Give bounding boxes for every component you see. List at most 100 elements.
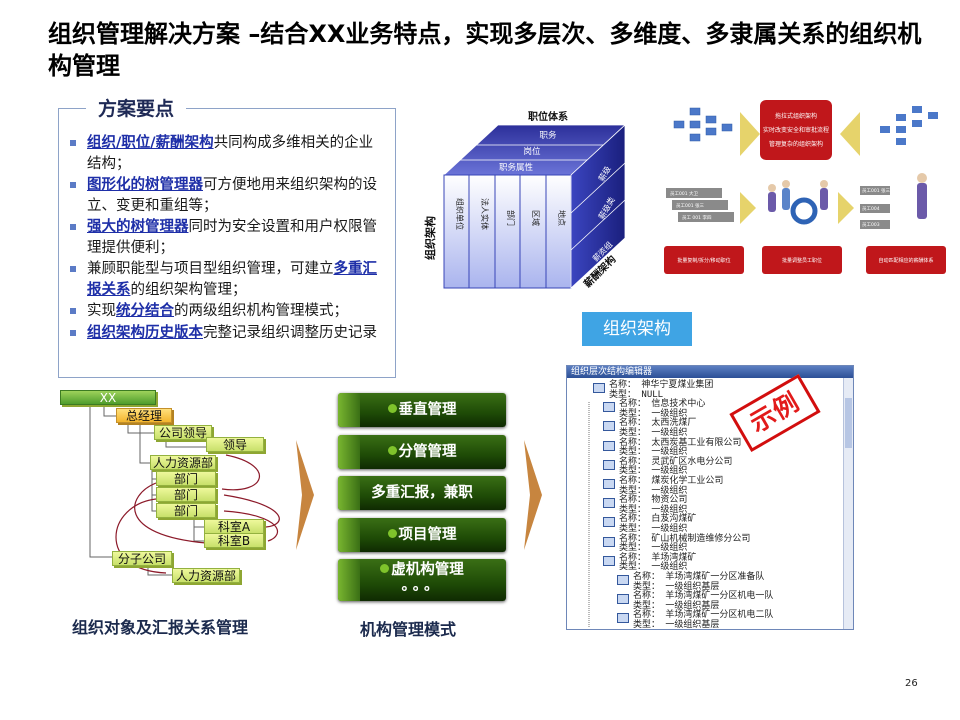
editor-scrollbar[interactable] bbox=[843, 378, 853, 629]
cube-top-row: 职务 bbox=[539, 130, 557, 141]
org-chart-icon bbox=[880, 106, 938, 145]
tree-node[interactable]: 人力资源部 bbox=[150, 455, 216, 470]
person-icon bbox=[782, 180, 790, 210]
org-node-icon bbox=[617, 613, 629, 623]
org-node-icon bbox=[603, 421, 615, 431]
mode-label: 虚机构管理 bbox=[391, 562, 464, 578]
mode-ellipsis: 。。。 bbox=[402, 578, 443, 594]
scheme-item: 兼顾职能型与项目型组织管理，可建立多重汇报关系的组织架构管理； bbox=[67, 259, 385, 300]
editor-row-text: 名称： 灵武矿区水电分公司类型： 一级组织 bbox=[619, 458, 732, 477]
editor-tree-lines bbox=[567, 378, 597, 630]
tree-node[interactable]: 科室A bbox=[204, 519, 264, 534]
editor-row-text: 名称： 信息技术中心类型： 一级组织 bbox=[619, 400, 705, 419]
org-node-icon bbox=[603, 556, 615, 566]
cube-diagram: 职位体系 职务 岗位 职务属性 组织单位 法人实体 部门 区域 地点 组织架构 … bbox=[420, 110, 635, 295]
scheme-item: 组织/职位/薪酬架构共同构成多维相关的企业结构； bbox=[67, 133, 385, 174]
arrow-icon bbox=[740, 112, 760, 156]
mode-label: 垂直管理 bbox=[399, 402, 457, 418]
mode-divisional-button[interactable]: 分管管理 bbox=[338, 435, 506, 469]
tree-node[interactable]: 人力资源部 bbox=[172, 568, 240, 583]
org-node-icon bbox=[603, 441, 615, 451]
scheme-item-highlight: 强大的树管理器 bbox=[87, 219, 189, 235]
flow-red-box-line: 管理复杂的组织架构 bbox=[769, 140, 823, 148]
mode-vertical-button[interactable]: 垂直管理 bbox=[338, 393, 506, 427]
org-node-icon bbox=[617, 575, 629, 585]
chevron-right-icon bbox=[524, 440, 542, 550]
flow-bottom-label: 批量复制/拆分/移动职位 bbox=[677, 257, 730, 264]
editor-row-text: 名称： 神华宁夏煤业集团类型： NULL bbox=[609, 381, 713, 400]
tree-node[interactable]: 科室B bbox=[204, 533, 264, 548]
flow-card: 员工001 大卫 bbox=[670, 190, 699, 197]
scheme-list: 组织/职位/薪酬架构共同构成多维相关的企业结构；图形化的树管理器可方便地用来组织… bbox=[67, 133, 385, 344]
scheme-item-highlight: 统分结合 bbox=[116, 303, 174, 319]
cube-front-col: 地点 bbox=[557, 210, 567, 226]
editor-titlebar: 组织层次结构编辑器 bbox=[567, 366, 853, 378]
scheme-item-text: 的两级组织机构管理模式； bbox=[174, 303, 348, 319]
org-node-icon bbox=[603, 537, 615, 547]
arrow-icon bbox=[740, 192, 756, 224]
org-node-icon bbox=[617, 594, 629, 604]
org-node-icon bbox=[603, 517, 615, 527]
editor-row-text: 名称： 羊场湾煤矿一分区准备队类型： 一级组织基层 bbox=[633, 573, 764, 592]
mode-multi-report-button[interactable]: 多重汇报，兼职 bbox=[338, 476, 506, 510]
caption-org-objects: 组织对象及汇报关系管理 bbox=[72, 614, 248, 638]
editor-row-type: 类型： 一级组织 bbox=[619, 525, 696, 535]
mode-virtual-button[interactable]: 虚机构管理。。。 bbox=[338, 559, 506, 601]
scheme-item-text: 实现 bbox=[87, 303, 116, 319]
tree-node[interactable]: 部门 bbox=[156, 471, 216, 486]
editor-row-text: 名称： 物资公司类型： 一级组织 bbox=[619, 496, 687, 515]
scheme-item-text: 完整记录组织调整历史记录 bbox=[203, 325, 377, 341]
page-number: 26 bbox=[905, 678, 918, 689]
editor-row-type: 类型： 一级组织 bbox=[619, 429, 696, 439]
flow-bottom-label: 批量调整员工职位 bbox=[782, 257, 822, 264]
scheme-item: 图形化的树管理器可方便地用来组织架构的设立、变更和重组等； bbox=[67, 175, 385, 216]
org-tree: XX 总经理 公司领导 领导 人力资源部 部门 部门 部门 科室A 科室B 分子… bbox=[56, 385, 296, 595]
scheme-item-highlight: 组织架构历史版本 bbox=[87, 325, 203, 341]
flow-card: 员工001 张三 bbox=[676, 202, 705, 209]
mode-label: 项目管理 bbox=[399, 527, 457, 543]
scheme-item-text: 兼顾职能型与项目型组织管理，可建立 bbox=[87, 261, 334, 277]
mode-label: 分管管理 bbox=[399, 444, 457, 460]
editor-row-text: 名称： 太西炭基工业有限公司类型： 一级组织 bbox=[619, 439, 741, 458]
scheme-item: 强大的树管理器同时为安全设置和用户权限管理提供便利； bbox=[67, 217, 385, 258]
chevron-right-icon bbox=[296, 440, 314, 550]
editor-row-text: 名称： 煤炭化学工业公司类型： 一级组织 bbox=[619, 477, 723, 496]
person-icon bbox=[768, 184, 776, 212]
flow-diagram: 拖拉式组织架构 实时改变安全和审批流程 管理复杂的组织架构 员工001 大卫 员… bbox=[664, 96, 948, 276]
flow-card: 员工003 bbox=[862, 222, 880, 228]
flow-card: 员工004 bbox=[862, 206, 880, 212]
tree-node-root[interactable]: XX bbox=[60, 390, 156, 405]
mode-project-button[interactable]: 项目管理 bbox=[338, 518, 506, 552]
caption-mgmt-mode: 机构管理模式 bbox=[360, 616, 456, 640]
scheme-box: 组织/职位/薪酬架构共同构成多维相关的企业结构；图形化的树管理器可方便地用来组织… bbox=[58, 108, 396, 378]
person-icon bbox=[820, 180, 828, 210]
editor-row-type: 类型： 一级组织基层 bbox=[633, 621, 773, 630]
org-node-icon bbox=[603, 479, 615, 489]
tree-node[interactable]: 公司领导 bbox=[154, 425, 212, 440]
flow-red-box-line: 实时改变安全和审批流程 bbox=[763, 126, 829, 134]
tree-node[interactable]: 领导 bbox=[206, 437, 264, 452]
tree-node[interactable]: 总经理 bbox=[116, 408, 172, 423]
person-icon bbox=[917, 173, 927, 219]
scheme-item: 组织架构历史版本完整记录组织调整历史记录 bbox=[67, 323, 385, 344]
cube-left-label: 组织架构 bbox=[423, 216, 437, 260]
editor-row-text: 名称： 羊场湾煤矿一分区机电二队类型： 一级组织基层 bbox=[633, 611, 773, 630]
editor-row-text: 名称： 羊场湾煤矿类型： 一级组织 bbox=[619, 554, 696, 573]
flow-card: 员工001 张三 bbox=[862, 187, 891, 194]
org-node-icon bbox=[603, 402, 615, 412]
org-architecture-button[interactable]: 组织架构 bbox=[582, 312, 692, 346]
arrow-icon bbox=[838, 192, 854, 224]
cube-front-col: 区域 bbox=[531, 210, 541, 226]
arrow-icon bbox=[840, 112, 860, 156]
tree-node[interactable]: 部门 bbox=[156, 503, 216, 518]
editor-row-text: 名称： 白芨沟煤矿类型： 一级组织 bbox=[619, 515, 696, 534]
scheme-item-text: 的组织架构管理； bbox=[131, 282, 247, 298]
org-chart-icon bbox=[674, 108, 732, 141]
cube-top-label: 职位体系 bbox=[528, 110, 568, 123]
tree-node[interactable]: 分子公司 bbox=[112, 551, 172, 566]
org-node-icon bbox=[603, 498, 615, 508]
editor-row-text: 名称： 矿山机械制造维修分公司类型： 一级组织 bbox=[619, 535, 750, 554]
scheme-item-highlight: 图形化的树管理器 bbox=[87, 177, 203, 193]
cycle-icon bbox=[793, 200, 815, 222]
tree-node[interactable]: 部门 bbox=[156, 487, 216, 502]
